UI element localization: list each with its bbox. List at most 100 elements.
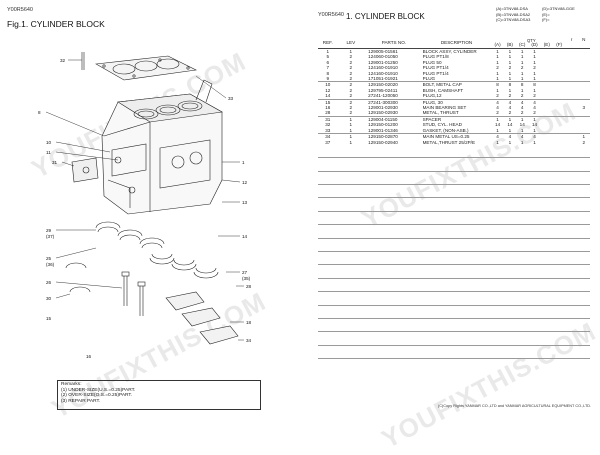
- cell-d: 2: [533, 110, 536, 116]
- remarks-box: Remarks: (1) UNDER-SIZE(U.S.=0.25)PART. …: [57, 380, 261, 410]
- cell-empty: [516, 171, 529, 186]
- cell-d: 1: [533, 49, 536, 54]
- callout-label: (37): [46, 234, 55, 239]
- cell-end: 2: [582, 139, 586, 145]
- blank-row: [318, 184, 590, 199]
- cell-b: 8: [508, 82, 512, 88]
- cell-desc: BOLT, METAL CAP: [422, 82, 462, 88]
- callout-label: 33: [228, 96, 234, 101]
- cell-empty: [552, 251, 566, 266]
- cell-empty: [528, 345, 541, 360]
- blank-row: [318, 157, 590, 172]
- cell-c: 2: [520, 65, 524, 71]
- cell-empty: [503, 318, 517, 333]
- cell-a: 1: [496, 87, 499, 93]
- cell-empty: [565, 251, 578, 266]
- cell-empty: [552, 211, 566, 226]
- cell-empty: [491, 144, 504, 159]
- cell-d: 1: [533, 127, 536, 133]
- cell-lev: 1: [349, 116, 353, 122]
- callout-label: 18: [246, 320, 252, 325]
- cell-empty: [528, 224, 541, 239]
- cell-c: 1: [520, 76, 524, 82]
- cell-empty: [565, 318, 578, 333]
- cell-empty: [491, 171, 504, 186]
- cell-empty: [364, 305, 421, 319]
- parts-table: REF. LEV PARTS NO. DESCRIPTION (A) (B) (…: [318, 36, 590, 360]
- cell-empty: [337, 264, 365, 279]
- cell-desc: PLUG: [422, 76, 436, 82]
- cell-empty: [540, 144, 553, 159]
- cell-d: 1: [533, 87, 536, 93]
- cell-empty: [420, 197, 492, 212]
- cell-c: 14: [519, 122, 525, 128]
- cell-empty: [552, 224, 566, 239]
- cell-empty: [552, 184, 566, 199]
- cell-empty: [577, 211, 590, 226]
- col-r: r: [565, 36, 578, 49]
- cell-d: 4: [533, 134, 536, 140]
- cell-empty: [364, 144, 421, 159]
- cell-empty: [364, 278, 421, 293]
- cell-b: 1: [508, 127, 512, 133]
- cell-end: 3: [582, 105, 586, 111]
- cell-empty: [503, 224, 517, 239]
- cell-empty: [491, 278, 504, 293]
- blank-row: [318, 278, 590, 293]
- cell-empty: [337, 251, 365, 266]
- cell-desc: METAL,THRUST 25/2P/E: [422, 139, 476, 145]
- cell-empty: [491, 211, 504, 226]
- cell-empty: [420, 305, 492, 319]
- cell-empty: [503, 305, 517, 319]
- blank-row: [318, 211, 590, 226]
- cell-empty: [552, 305, 566, 319]
- cell-empty: [503, 197, 517, 212]
- cell-empty: [516, 331, 529, 346]
- cell-pn: 129004-01150: [368, 116, 398, 122]
- cell-empty: [516, 251, 529, 266]
- callout-label: 28: [246, 284, 252, 289]
- cell-empty: [552, 331, 566, 346]
- cell-empty: [318, 224, 338, 239]
- cell-empty: [318, 251, 338, 266]
- cell-empty: [318, 197, 338, 212]
- cell-pn: 124160-01910: [368, 65, 398, 71]
- cell-empty: [318, 184, 338, 199]
- cell-empty: [528, 157, 541, 172]
- cell-pn: 129001-02930: [368, 105, 398, 111]
- cell-empty: [540, 251, 553, 266]
- cell-ref: 10: [325, 82, 331, 88]
- table-header-row: REF. LEV PARTS NO. DESCRIPTION (A) (B) (…: [318, 36, 590, 49]
- cell-empty: [491, 197, 504, 212]
- callout-label: 14: [242, 234, 248, 239]
- cell-empty: [516, 305, 529, 319]
- callout-label: 10: [46, 140, 52, 145]
- cell-pn: 27241-300300: [368, 99, 398, 105]
- cell-empty: [364, 211, 421, 226]
- cell-empty: [420, 291, 492, 306]
- cell-empty: [577, 318, 590, 333]
- cell-pn: 129005-01561: [368, 49, 398, 54]
- callout-label: 32: [60, 58, 66, 63]
- legend-entry: (B)=3TNV88-DSA2: [496, 11, 531, 17]
- cell-desc: PLUG,12: [422, 93, 442, 99]
- cell-c: 1: [520, 54, 524, 60]
- cell-empty: [337, 224, 365, 239]
- col-a: (A): [491, 36, 504, 49]
- cell-a: 1: [496, 127, 499, 133]
- blank-row: [318, 238, 590, 253]
- callout-label: 25: [46, 256, 52, 261]
- cell-empty: [318, 291, 338, 306]
- cell-empty: [540, 211, 553, 226]
- cell-empty: [503, 278, 517, 293]
- cell-empty: [503, 264, 517, 279]
- callout-label: 8: [38, 110, 41, 115]
- cell-d: 4: [533, 105, 536, 111]
- cell-empty: [318, 157, 338, 172]
- cell-lev: 1: [349, 49, 353, 54]
- cell-lev: 2: [349, 76, 353, 82]
